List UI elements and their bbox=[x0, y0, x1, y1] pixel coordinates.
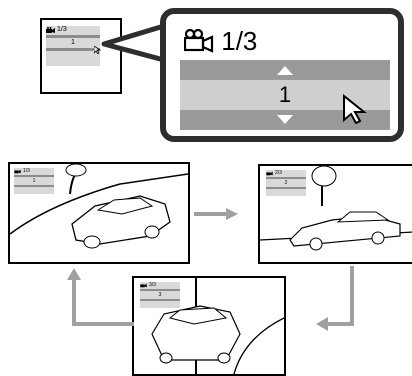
mini-osd-title: 3/3 bbox=[140, 282, 180, 288]
mini-osd-value: 1 bbox=[14, 178, 54, 184]
triangle-up-icon bbox=[180, 60, 390, 80]
pointer-arrow-icon bbox=[342, 94, 370, 124]
scroll-up-bar[interactable] bbox=[180, 60, 390, 80]
video-camera-icon bbox=[140, 283, 147, 288]
mini-osd-value: 3 bbox=[140, 292, 180, 298]
up-bar[interactable] bbox=[140, 289, 180, 291]
mini-osd: 1/3 1 bbox=[46, 26, 100, 66]
mini-osd-title: 2/3 bbox=[266, 170, 306, 176]
mini-osd-value: 2 bbox=[266, 180, 306, 186]
up-bar[interactable] bbox=[46, 35, 100, 38]
scene-frame-3: 3/3 3 bbox=[132, 276, 286, 376]
zoomed-osd-panel: 1/3 1 bbox=[160, 8, 404, 142]
scene-frame-2: 2/3 2 bbox=[258, 164, 412, 264]
video-camera-icon bbox=[46, 27, 55, 34]
down-bar[interactable] bbox=[46, 48, 100, 51]
mini-osd-counter: 3/3 bbox=[149, 282, 156, 288]
video-camera-icon bbox=[14, 169, 21, 174]
arrow-down-left-icon bbox=[312, 264, 362, 344]
up-bar[interactable] bbox=[266, 177, 306, 179]
mini-osd: 3/3 3 bbox=[140, 282, 180, 308]
mini-osd: 1/3 1 bbox=[14, 168, 54, 194]
zoomed-osd-title: 1/3 bbox=[184, 26, 257, 57]
up-bar[interactable] bbox=[14, 175, 54, 177]
mini-osd-counter: 1/3 bbox=[57, 26, 67, 34]
video-camera-icon bbox=[184, 29, 214, 53]
mini-osd-counter: 1/3 bbox=[23, 168, 30, 174]
arrow-right-icon bbox=[192, 206, 240, 222]
mini-osd-value: 1 bbox=[46, 39, 100, 47]
down-bar[interactable] bbox=[266, 187, 306, 189]
zoomed-osd-value: 1 bbox=[279, 82, 291, 107]
down-bar[interactable] bbox=[14, 185, 54, 187]
mini-osd-counter: 2/3 bbox=[275, 170, 282, 176]
arrow-left-up-icon bbox=[60, 264, 136, 334]
mini-osd-title: 1/3 bbox=[14, 168, 54, 174]
mini-osd-title: 1/3 bbox=[46, 26, 100, 34]
video-camera-icon bbox=[266, 171, 273, 176]
down-bar[interactable] bbox=[140, 299, 180, 301]
mini-osd: 2/3 2 bbox=[266, 170, 306, 196]
scene-frame-1: 1/3 1 bbox=[8, 162, 190, 264]
zoomed-osd-counter: 1/3 bbox=[221, 26, 257, 56]
